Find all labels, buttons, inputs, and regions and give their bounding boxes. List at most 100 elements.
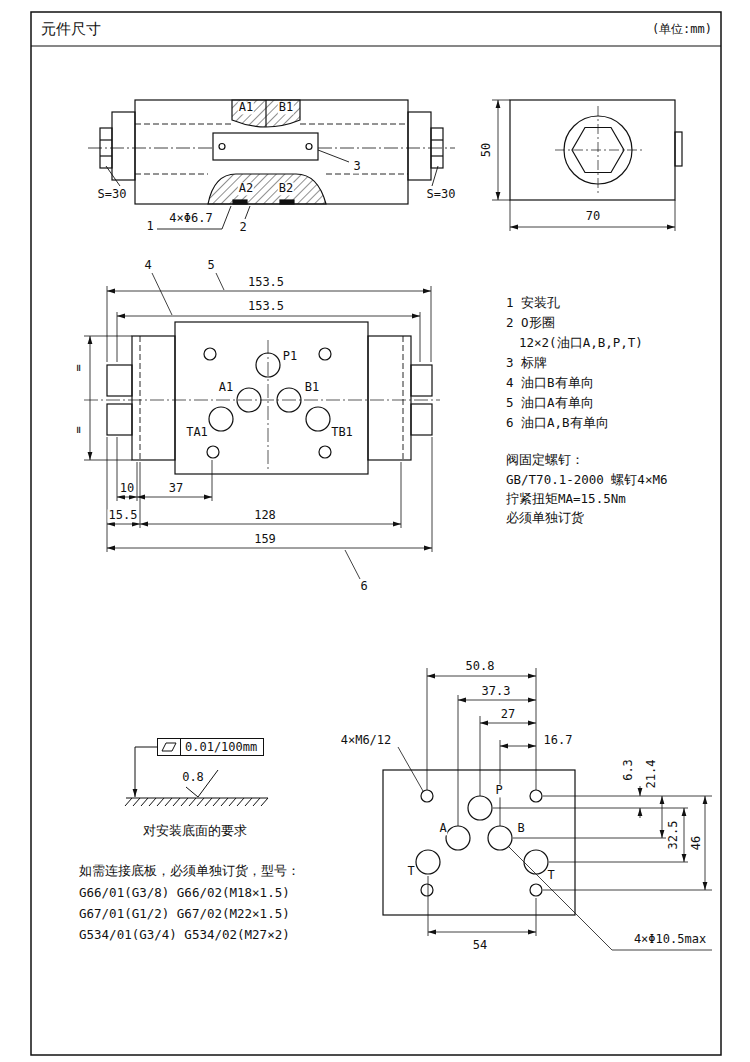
plan-view xyxy=(117,312,118,362)
dimension-text: = xyxy=(72,363,85,372)
end-view xyxy=(510,100,675,200)
plan-view xyxy=(107,437,108,552)
callout-number: 5 xyxy=(206,259,215,272)
port-pattern xyxy=(662,796,663,838)
plan-view xyxy=(306,407,330,431)
surface-requirement xyxy=(165,798,172,806)
port-label: T xyxy=(546,869,555,882)
plan-view xyxy=(107,404,132,435)
plan-view xyxy=(84,336,132,337)
plan-view xyxy=(90,400,91,460)
surface-requirement xyxy=(173,798,180,806)
surface-requirement xyxy=(157,798,164,806)
plan-view xyxy=(107,524,140,525)
surface-requirement xyxy=(135,747,157,797)
plan-view xyxy=(107,365,132,396)
plan-view xyxy=(175,322,368,474)
port-label: B2 xyxy=(278,182,294,195)
plan-view xyxy=(204,348,216,360)
port-pattern xyxy=(543,890,712,891)
plan-view xyxy=(368,336,411,460)
plan-view xyxy=(152,273,172,315)
port-pattern xyxy=(530,790,542,802)
plan-view xyxy=(212,460,213,501)
plan-view xyxy=(319,348,331,360)
side-view xyxy=(88,148,213,149)
side-view xyxy=(100,139,112,140)
note-text: 4 油口B有单向 xyxy=(505,376,595,390)
surface-requirement xyxy=(221,798,228,806)
port-pattern xyxy=(508,846,712,950)
surface-requirement xyxy=(237,798,244,806)
plan-view xyxy=(209,407,233,431)
port-label: T xyxy=(406,865,415,878)
plan-view xyxy=(84,273,440,579)
port-pattern xyxy=(543,796,712,797)
plan-view xyxy=(268,340,269,470)
port-pattern xyxy=(416,850,440,874)
surface-requirement xyxy=(125,798,132,806)
flatness-symbol xyxy=(162,743,176,751)
port-pattern xyxy=(536,898,537,936)
dimension-text: 153.5 xyxy=(247,276,285,289)
port-pattern xyxy=(530,884,542,896)
dimension-text: 16.7 xyxy=(543,734,574,747)
note-text: 对安装底面的要求 xyxy=(142,824,248,838)
plan-view xyxy=(401,462,402,528)
plan-view xyxy=(207,446,219,458)
tolerance-value: 0.01/100mm xyxy=(181,739,261,755)
dimension-text: 0.8 xyxy=(181,771,205,784)
dimension-text: = xyxy=(72,425,85,434)
page-frame xyxy=(31,12,721,1055)
port-pattern xyxy=(500,740,501,826)
plan-view xyxy=(140,524,401,525)
note-text: G66/01(G3/8) G66/02(M18×1.5) xyxy=(78,886,291,900)
surface-requirement xyxy=(149,798,156,806)
end-view xyxy=(492,100,510,101)
plan-view xyxy=(411,404,432,435)
side-view xyxy=(100,155,112,156)
note-text: 3 标牌 xyxy=(505,356,548,370)
dimension-text: 37.3 xyxy=(481,685,512,698)
dimension-text: S=30 xyxy=(426,188,457,201)
note-text: 1 安装孔 xyxy=(505,296,561,310)
plan-view xyxy=(84,400,440,401)
side-view xyxy=(106,166,120,186)
drawing-title: 元件尺寸 xyxy=(40,21,102,38)
plan-view xyxy=(117,497,137,498)
flatness-symbol xyxy=(158,739,181,755)
surface-requirement xyxy=(245,798,252,806)
plan-view xyxy=(117,316,420,317)
page-frame xyxy=(31,45,721,46)
end-view xyxy=(510,200,511,231)
port-pattern xyxy=(536,668,537,790)
plan-view xyxy=(107,291,431,292)
plan-view xyxy=(107,548,432,549)
note-text: G534/01(G3/4) G534/02(M27×2) xyxy=(78,928,291,942)
dimension-text: 32.5 xyxy=(667,820,680,851)
callout-number: 3 xyxy=(352,160,361,173)
side-view xyxy=(318,150,349,162)
end-view xyxy=(555,150,642,151)
note-text: 2 O形圈 xyxy=(505,316,556,330)
note-text: 如需连接底板，必须单独订货，型号： xyxy=(78,864,301,878)
side-view xyxy=(233,200,247,204)
side-view xyxy=(157,206,231,229)
plan-view xyxy=(216,273,224,290)
side-view xyxy=(213,133,318,160)
side-view xyxy=(219,144,225,150)
dimension-text: 4×M6/12 xyxy=(340,734,393,747)
port-label: A2 xyxy=(238,182,254,195)
note-text: 阀固定螺钉： xyxy=(505,453,585,467)
callout-number: 6 xyxy=(359,580,368,593)
note-text: 拧紧扭矩MA=15.5Nm xyxy=(505,492,627,506)
side-view xyxy=(432,166,438,186)
port-pattern xyxy=(493,808,688,809)
dimension-text: 27 xyxy=(500,708,516,721)
end-view xyxy=(675,200,676,231)
port-pattern xyxy=(640,808,641,818)
port-pattern xyxy=(458,695,459,826)
side-view xyxy=(265,100,266,127)
port-label: A xyxy=(438,822,447,835)
port-pattern xyxy=(446,826,470,850)
